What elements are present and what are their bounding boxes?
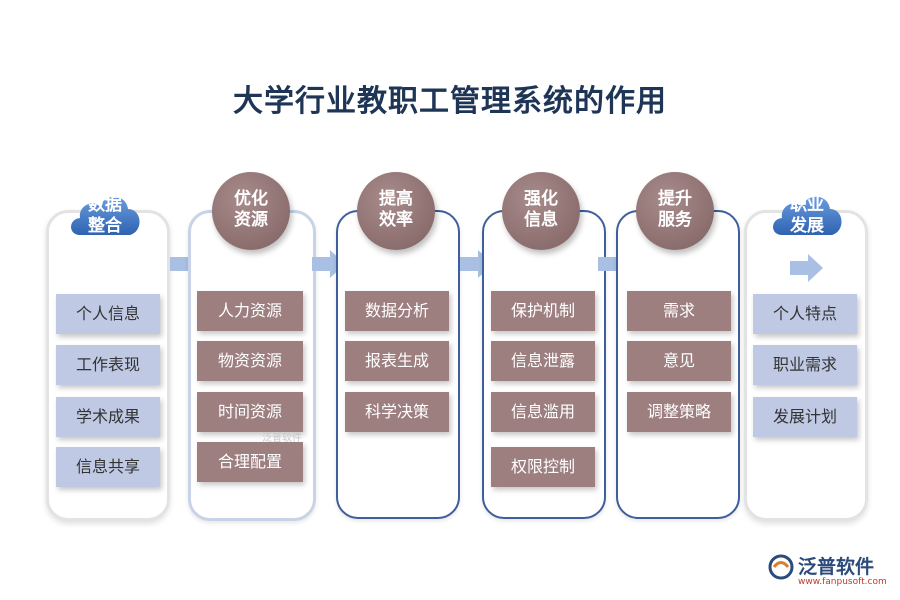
arrow-right-icon — [790, 254, 823, 282]
header-line-1: 数据 — [88, 195, 122, 215]
circle-header-text: 优化 资源 — [212, 189, 290, 231]
item-box: 权限控制 — [491, 447, 595, 487]
header-line-2: 资源 — [234, 210, 268, 230]
item-box: 个人特点 — [753, 294, 857, 334]
logo-url: www.fanpusoft.com — [798, 577, 887, 587]
brand-logo: 泛普软件 www.fanpusoft.com — [768, 552, 893, 592]
item-box: 发展计划 — [753, 397, 857, 437]
cloud-header-data-integration: 数据 整合 — [66, 185, 144, 241]
circle-header-optimize-resources: 优化 资源 — [212, 172, 290, 250]
logo-name: 泛普软件 — [798, 556, 875, 578]
item-box: 科学决策 — [345, 392, 449, 432]
header-line-2: 发展 — [790, 216, 824, 236]
circle-header-improve-efficiency: 提高 效率 — [357, 172, 435, 250]
item-box: 时间资源 — [197, 392, 303, 432]
item-box: 调整策略 — [627, 392, 731, 432]
cloud-header-career-development: 职业 发展 — [768, 185, 846, 241]
cloud-header-text: 职业 发展 — [768, 195, 846, 237]
circle-header-strengthen-information: 强化 信息 — [502, 172, 580, 250]
logo-icon — [768, 554, 794, 580]
item-box: 物资资源 — [197, 341, 303, 381]
item-box: 意见 — [627, 341, 731, 381]
item-box: 工作表现 — [56, 345, 160, 385]
header-line-1: 强化 — [524, 189, 558, 209]
item-box: 保护机制 — [491, 291, 595, 331]
item-box: 个人信息 — [56, 294, 160, 334]
item-box: 学术成果 — [56, 397, 160, 437]
item-box: 信息共享 — [56, 447, 160, 487]
item-box: 需求 — [627, 291, 731, 331]
header-line-1: 提高 — [379, 189, 413, 209]
header-line-1: 职业 — [790, 195, 824, 215]
header-line-2: 效率 — [379, 210, 413, 230]
circle-header-text: 提升 服务 — [636, 189, 714, 231]
cloud-header-text: 数据 整合 — [66, 195, 144, 237]
item-box: 信息泄露 — [491, 341, 595, 381]
item-box: 人力资源 — [197, 291, 303, 331]
watermark-text: 泛普软件 — [262, 433, 302, 444]
header-line-1: 优化 — [234, 189, 268, 209]
item-box: 职业需求 — [753, 345, 857, 385]
item-box: 报表生成 — [345, 341, 449, 381]
diagram-title: 大学行业教职工管理系统的作用 — [233, 84, 667, 119]
circle-header-improve-service: 提升 服务 — [636, 172, 714, 250]
header-line-2: 整合 — [88, 216, 122, 236]
cloud-icon — [71, 196, 140, 235]
header-line-2: 服务 — [658, 210, 692, 230]
header-line-1: 提升 — [658, 189, 692, 209]
circle-header-text: 强化 信息 — [502, 189, 580, 231]
item-box: 数据分析 — [345, 291, 449, 331]
cloud-icon — [773, 196, 842, 235]
item-box: 信息滥用 — [491, 392, 595, 432]
circle-header-text: 提高 效率 — [357, 189, 435, 231]
item-box: 合理配置 — [197, 442, 303, 482]
header-line-2: 信息 — [524, 210, 558, 230]
